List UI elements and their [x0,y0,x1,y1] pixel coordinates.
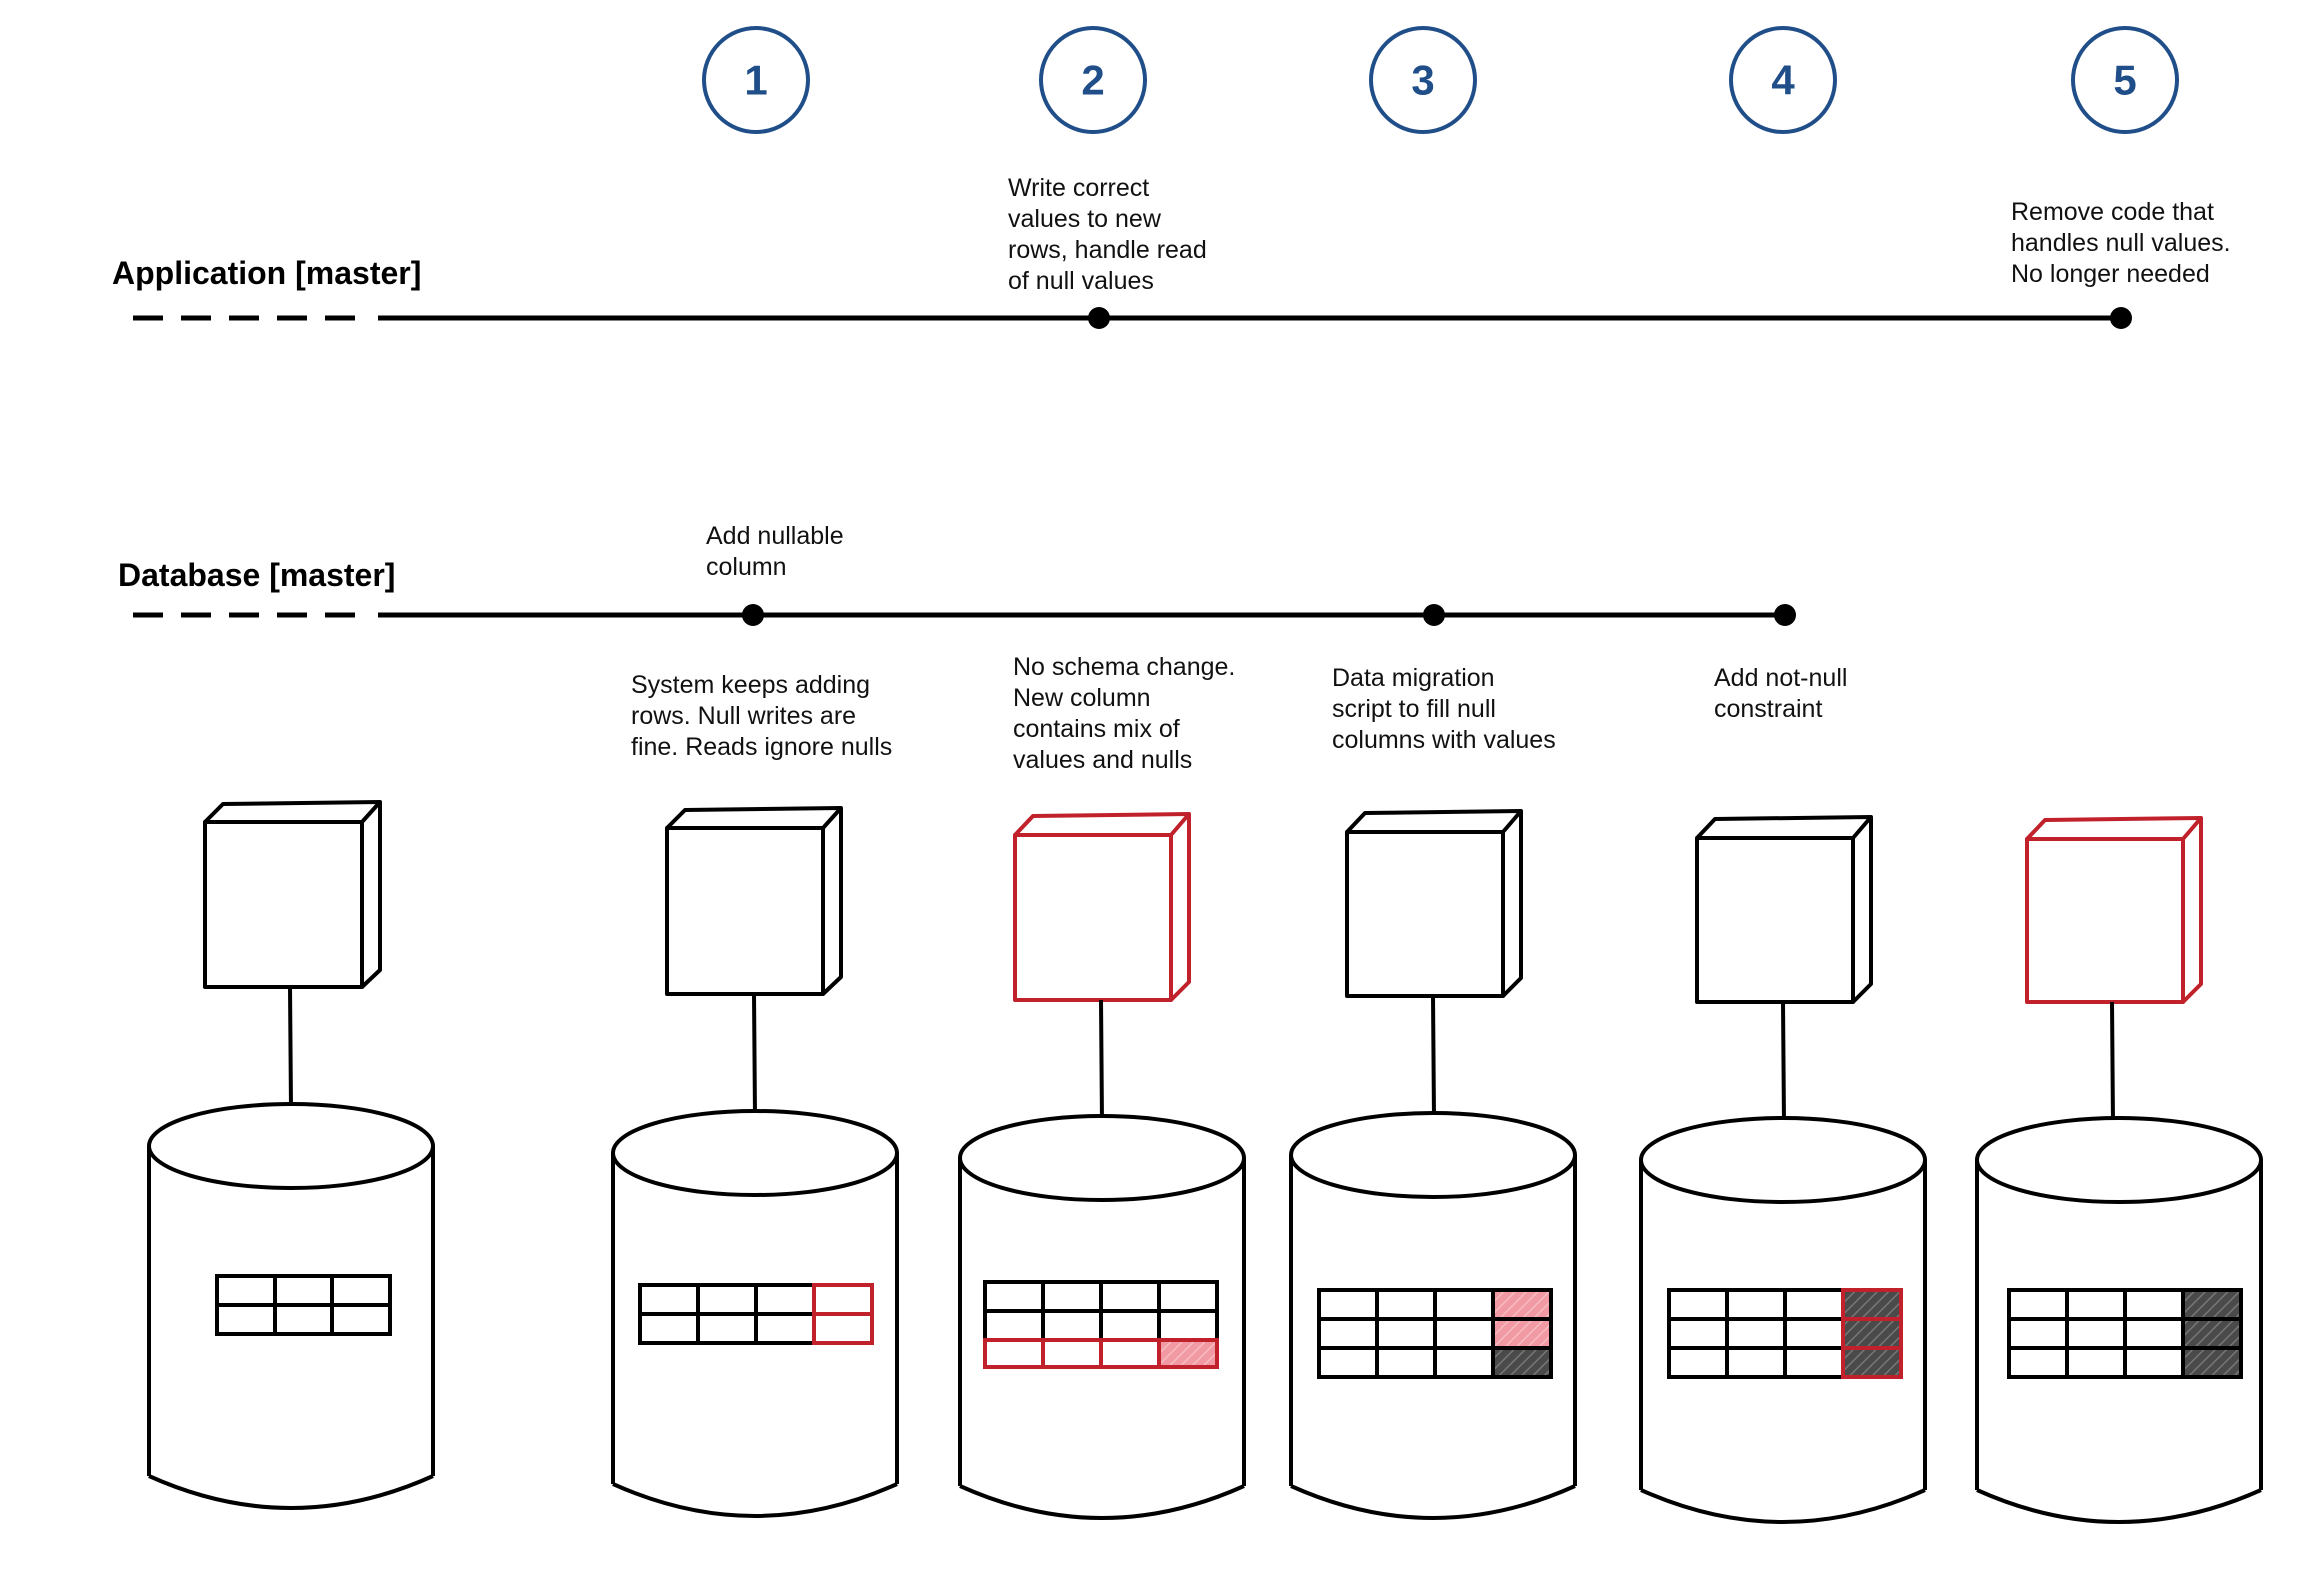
stage-1 [611,806,899,1518]
table-grid [983,1280,1219,1369]
database-cylinder [1975,1116,2263,1524]
step-5-marker: 5 [2071,26,2179,134]
connector-line [1099,999,1104,1124]
database-cylinder [1639,1116,1927,1524]
step-4-number: 4 [1771,57,1795,104]
table-grid [2007,1288,2243,1379]
stage-3 [1289,809,1577,1520]
database-lane: Database [master] Add nullable column Sy… [118,522,1854,774]
database-cylinder [611,1109,899,1518]
app-server-box [1345,809,1523,998]
application-lane: Application [master] Write correct value… [112,174,2238,329]
stage-5 [1975,816,2263,1524]
step-3-marker: 3 [1369,26,1477,134]
constrained-column [1841,1288,1903,1379]
stage-0 [147,800,435,1510]
table-grid [215,1274,392,1336]
step-3-number: 3 [1411,57,1434,104]
filled-column [1843,1290,1901,1377]
stage-2 [958,812,1246,1520]
app-server-box [203,800,382,989]
table-grid [1667,1288,1903,1379]
note-db-stage-1: System keeps adding rows. Null writes ar… [631,671,892,761]
note-db-stage-2: No schema change. New column contains mi… [1013,653,1242,774]
note-db-step-1: Add nullable column [706,522,851,581]
step-1-marker: 1 [702,26,810,134]
step-2-number: 2 [1081,57,1104,104]
step-markers: 1 2 3 4 5 [702,26,2179,134]
filled-cell [1493,1348,1551,1377]
note-app-step-5: Remove code that handles null values. No… [2011,198,2238,288]
app-server-box [665,806,843,996]
filled-column [2183,1290,2241,1377]
step-1-number: 1 [744,57,767,104]
connector-line [1781,1001,1786,1125]
application-dot-step-5 [2110,307,2132,329]
database-dot-step-4 [1774,604,1796,626]
database-lane-label: Database [master] [118,557,395,593]
step-2-marker: 2 [1039,26,1147,134]
connector-line [2110,1001,2115,1125]
database-dot-step-1 [742,604,764,626]
note-db-stage-3: Data migration script to fill null colum… [1332,664,1556,754]
table-grid [1317,1288,1553,1379]
database-cylinder [147,1102,435,1510]
step-5-number: 5 [2113,57,2136,104]
table-grid [638,1283,874,1345]
note-app-step-2: Write correct values to new rows, handle… [1008,174,1214,295]
stage-4 [1639,815,1927,1524]
app-server-box [1695,815,1873,1004]
partial-value-cell [1159,1340,1217,1367]
database-dot-step-3 [1423,604,1445,626]
app-server-box [2025,816,2203,1004]
application-lane-label: Application [master] [112,255,421,291]
app-server-box [1013,812,1191,1002]
new-column [812,1283,874,1345]
connector-line [752,993,757,1117]
note-db-stage-4: Add not-null constraint [1714,664,1854,723]
connector-line [1431,995,1436,1119]
application-dot-step-2 [1088,307,1110,329]
database-cylinder [1289,1111,1577,1520]
database-cylinder [958,1114,1246,1520]
new-rows [983,1338,1219,1369]
step-4-marker: 4 [1729,26,1837,134]
connector-line [288,986,293,1109]
